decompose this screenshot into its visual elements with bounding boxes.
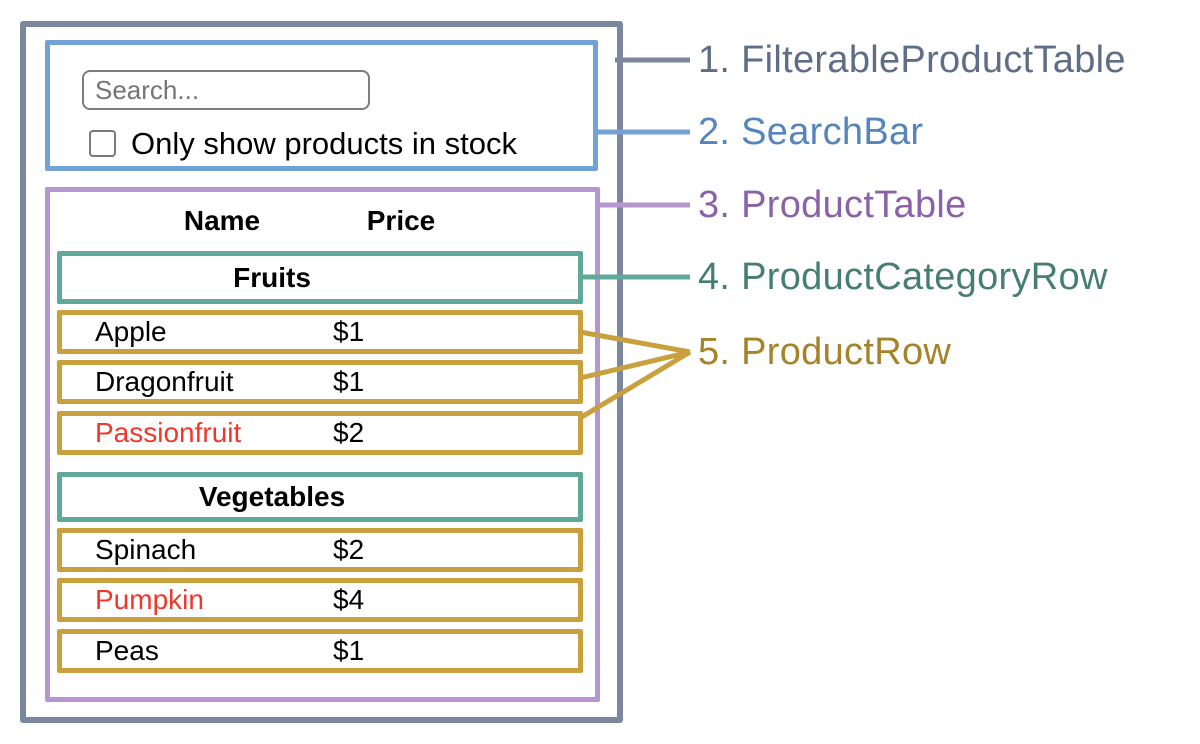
product-row-peas: Peas $1 <box>57 629 583 673</box>
product-row-dragonfruit: Dragonfruit $1 <box>57 360 583 404</box>
in-stock-checkbox-label: Only show products in stock <box>131 126 517 161</box>
product-row-pumpkin: Pumpkin $4 <box>57 578 583 622</box>
product-price: $1 <box>333 316 365 347</box>
product-name: Apple <box>95 316 167 347</box>
column-header-name: Name <box>183 205 261 236</box>
product-name: Dragonfruit <box>95 366 234 397</box>
product-price: $2 <box>333 534 365 565</box>
product-price: $1 <box>333 635 365 666</box>
in-stock-checkbox[interactable] <box>89 130 116 157</box>
category-row-vegetables: Vegetables <box>57 472 583 522</box>
legend-filterable-product-table: 1. FilterableProductTable <box>698 39 1126 81</box>
legend-search-bar: 2. SearchBar <box>698 111 924 153</box>
category-row-fruits: Fruits <box>57 251 583 304</box>
product-name: Passionfruit <box>95 417 242 448</box>
legend-product-category-row: 4. ProductCategoryRow <box>698 256 1108 298</box>
product-row-passionfruit: Passionfruit $2 <box>57 411 583 455</box>
product-name: Pumpkin <box>95 584 204 615</box>
product-price: $1 <box>333 366 365 397</box>
product-price: $4 <box>333 584 365 615</box>
product-name: Spinach <box>95 534 197 565</box>
product-price: $2 <box>333 417 365 448</box>
product-name: Peas <box>95 635 159 666</box>
legend-product-table: 3. ProductTable <box>698 184 967 226</box>
column-header-price: Price <box>366 205 436 236</box>
search-input[interactable] <box>82 70 370 110</box>
product-row-apple: Apple $1 <box>57 310 583 354</box>
product-row-spinach: Spinach $2 <box>57 528 583 572</box>
legend-product-row: 5. ProductRow <box>698 331 952 373</box>
